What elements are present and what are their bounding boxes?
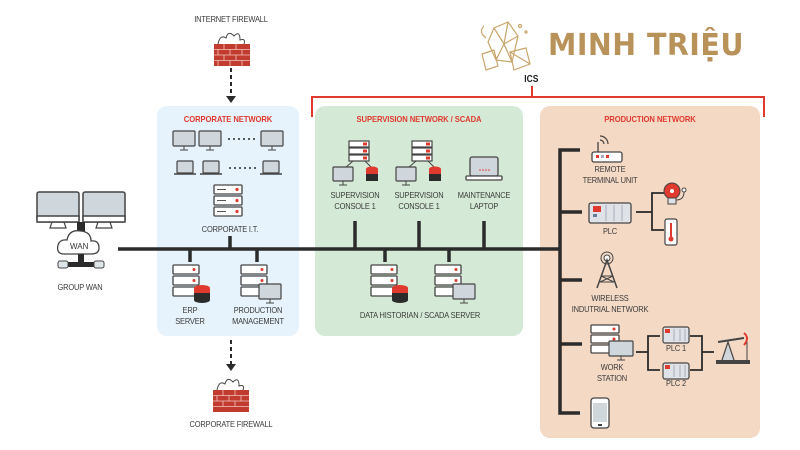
corporate-firewall-label: CORPORATE FIREWALL — [189, 419, 273, 429]
wireless-network-label: WIRELESS INDUTRIAL NETWORK — [571, 293, 649, 314]
production-network-title: PRODUCTION NETWORK — [604, 114, 696, 124]
corporate-it-server-icon — [213, 184, 243, 217]
internet-firewall-icon — [214, 32, 250, 66]
ics-label: ICS — [524, 74, 539, 85]
mobile-phone-icon — [590, 397, 610, 429]
corporate-firewall-icon — [213, 378, 249, 412]
production-network-zone: PRODUCTION NETWORK — [540, 106, 760, 438]
group-wan-label: GROUP WAN — [57, 282, 103, 292]
scada-network-title: SUPERVISION NETWORK / SCADA — [356, 114, 482, 124]
remote-terminal-unit-label: REMOTE TERMINAL UNIT — [582, 164, 638, 185]
corporate-it-label: CORPORATE I.T. — [201, 224, 259, 234]
supervision-console-a-icon — [332, 140, 378, 186]
group-wan-icon — [36, 191, 126, 269]
oil-pump-jack-icon — [716, 332, 750, 364]
alarm-bell-icon — [663, 182, 687, 205]
plc1-icon — [662, 326, 690, 344]
corporate-laptops-icon — [174, 160, 282, 175]
scada-server-icon — [434, 264, 476, 304]
thermometer-icon — [664, 218, 678, 246]
crystal-logo-icon — [480, 21, 531, 71]
internet-firewall-label: INTERNET FIREWALL — [194, 14, 268, 24]
supervision-console-a-label: SUPERVISION CONSOLE 1 — [330, 190, 380, 211]
maintenance-laptop-label: MAINTENANCE LAPTOP — [457, 190, 511, 211]
production-management-icon — [240, 264, 282, 304]
wan-cloud-label: WAN — [70, 242, 89, 251]
erp-server-icon — [172, 264, 210, 303]
plc-label: PLC — [602, 226, 618, 236]
production-management-label: PRODUCTION MANAGEMENT — [232, 305, 284, 326]
plc2-label: PLC 2 — [666, 378, 686, 388]
wireless-tower-icon — [596, 251, 618, 289]
corporate-network-title: CORPORATE NETWORK — [183, 114, 273, 124]
remote-terminal-unit-icon — [591, 135, 623, 163]
data-historian-label: DATA HISTORIAN / SCADA SERVER — [359, 310, 481, 320]
plc1-label: PLC 1 — [666, 343, 686, 353]
erp-server-label: ERP SERVER — [175, 305, 205, 326]
work-station-label: WORK STATION — [596, 362, 628, 383]
plc2-icon — [662, 362, 690, 380]
supervision-console-b-icon — [395, 140, 441, 186]
work-station-icon — [590, 324, 634, 361]
brand-name: MINH TRIỆU — [548, 28, 744, 63]
maintenance-laptop-icon — [465, 156, 503, 181]
data-historian-icon — [370, 264, 408, 303]
corporate-desktops-icon — [172, 130, 284, 151]
plc-icon — [588, 202, 632, 224]
supervision-console-b-label: SUPERVISION CONSOLE 1 — [394, 190, 444, 211]
